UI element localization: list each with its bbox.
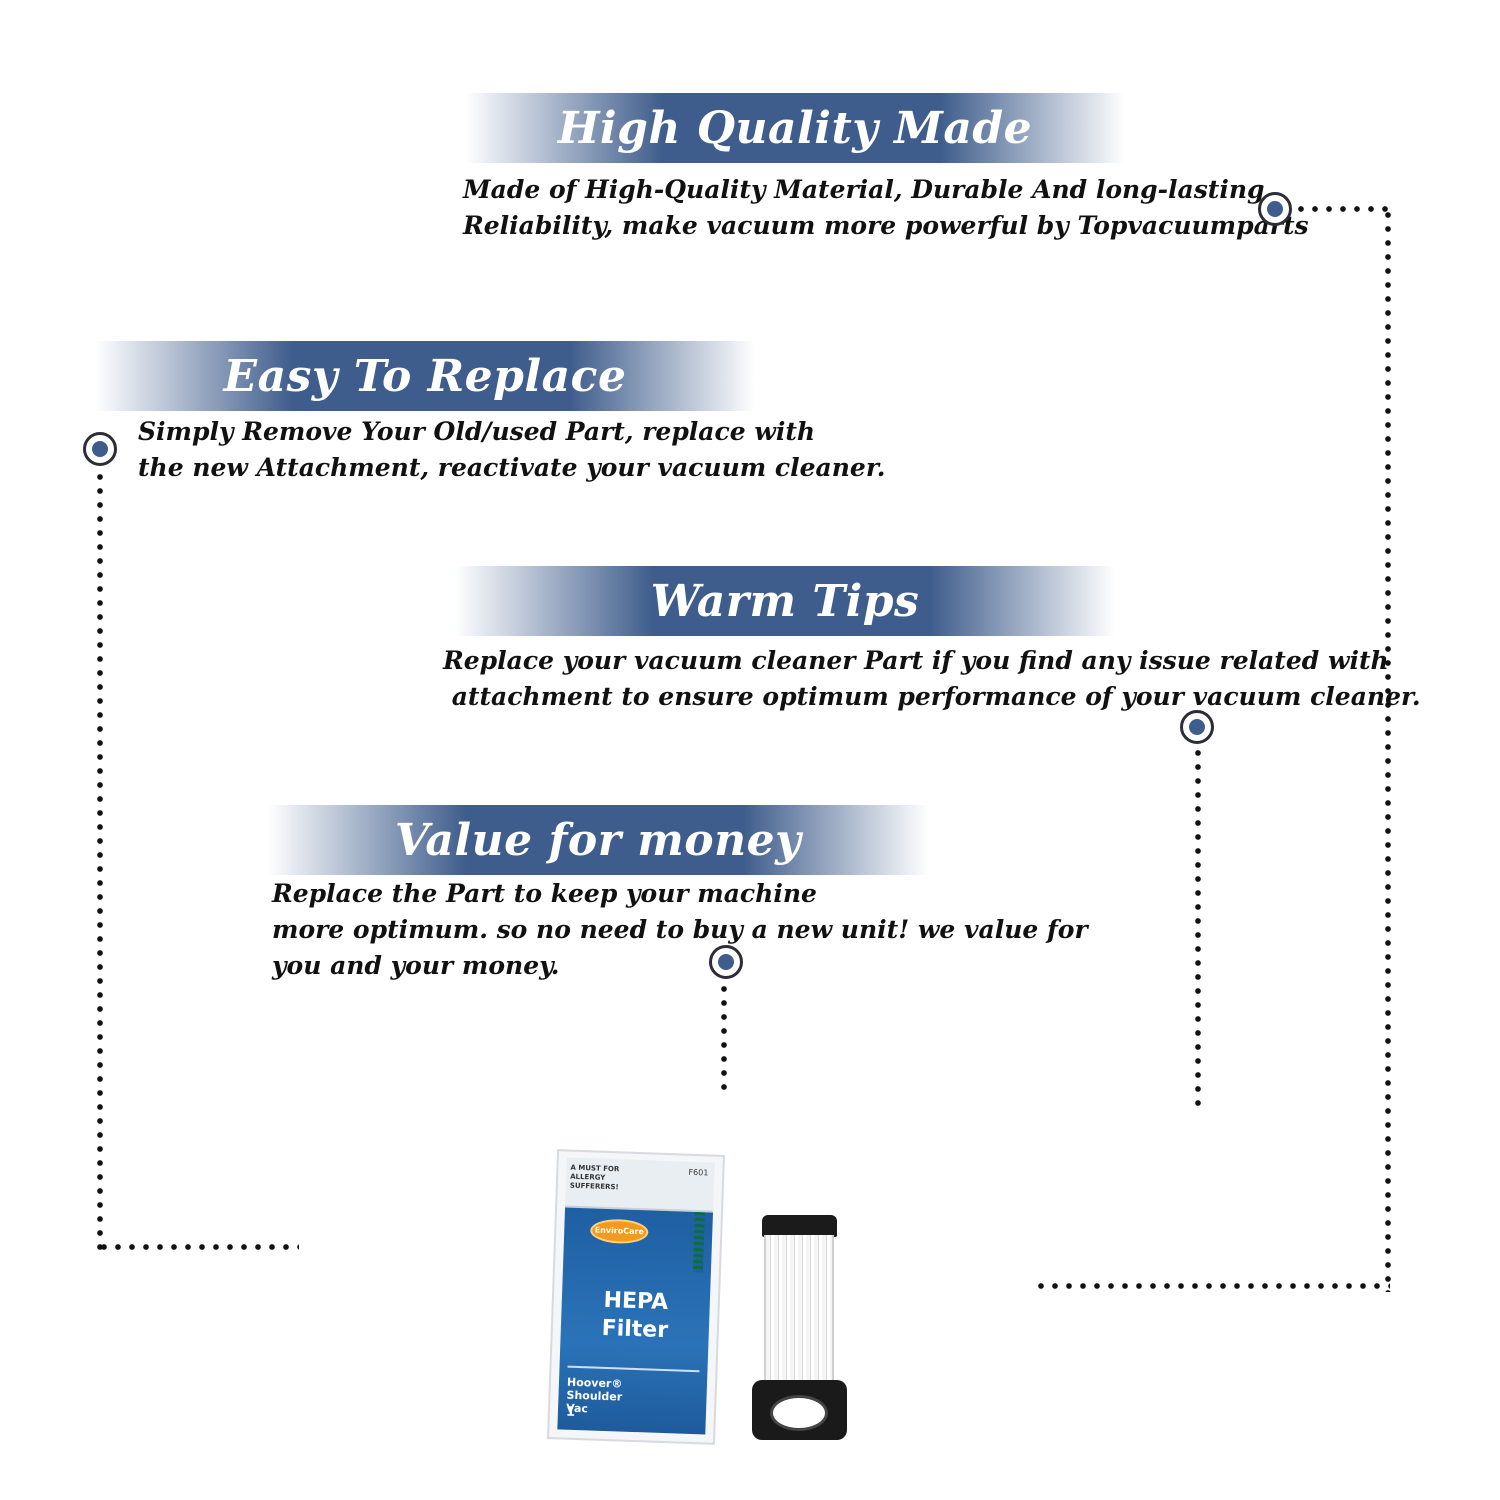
package-header: A MUST FOR ALLERGY SUFFERERS! F601	[565, 1157, 715, 1213]
dotted-line	[1034, 1283, 1390, 1289]
banner-warm-tips: Warm Tips	[455, 566, 1115, 636]
dotted-line	[97, 1244, 299, 1250]
section-title: Value for money	[394, 814, 802, 866]
filter-opening	[770, 1395, 828, 1431]
filter-top-cap	[762, 1215, 837, 1237]
hepa-filter-package: A MUST FOR ALLERGY SUFFERERS! F601 Envir…	[546, 1149, 726, 1445]
section-description: Replace the Part to keep your machine mo…	[272, 879, 1088, 980]
connector-node-4	[709, 945, 743, 979]
section-description: Simply Remove Your Old/used Part, replac…	[138, 417, 886, 482]
dotted-line	[1385, 208, 1391, 1292]
package-stripes	[692, 1212, 705, 1273]
section-description: Made of High-Quality Material, Durable A…	[463, 175, 1309, 240]
package-count: 1	[565, 1404, 576, 1420]
package-tagline: A MUST FOR ALLERGY SUFFERERS!	[569, 1163, 620, 1192]
dotted-line	[97, 470, 103, 1252]
dotted-line	[1195, 746, 1201, 1106]
connector-node-2	[83, 432, 117, 466]
banner-high-quality: High Quality Made	[465, 93, 1125, 163]
package-divider	[567, 1365, 700, 1373]
section-description: Replace your vacuum cleaner Part if you …	[443, 646, 1421, 711]
filter-pleats	[764, 1235, 834, 1385]
section-title: Easy To Replace	[223, 350, 627, 402]
dotted-line	[721, 982, 727, 1092]
envirocare-logo: EnviroCare	[589, 1218, 649, 1245]
package-label: EnviroCare HEPA Filter Hoover® Shoulder …	[557, 1207, 713, 1435]
hepa-filter-cartridge	[752, 1215, 847, 1445]
banner-value-money: Value for money	[268, 805, 928, 875]
package-title: HEPA Filter	[601, 1287, 669, 1344]
connector-node-3	[1180, 710, 1214, 744]
section-title: High Quality Made	[557, 102, 1033, 154]
dotted-line	[1294, 206, 1390, 212]
package-code: F601	[688, 1167, 709, 1178]
section-title: Warm Tips	[650, 575, 920, 627]
banner-easy-replace: Easy To Replace	[95, 341, 755, 411]
connector-node-1	[1258, 192, 1292, 226]
